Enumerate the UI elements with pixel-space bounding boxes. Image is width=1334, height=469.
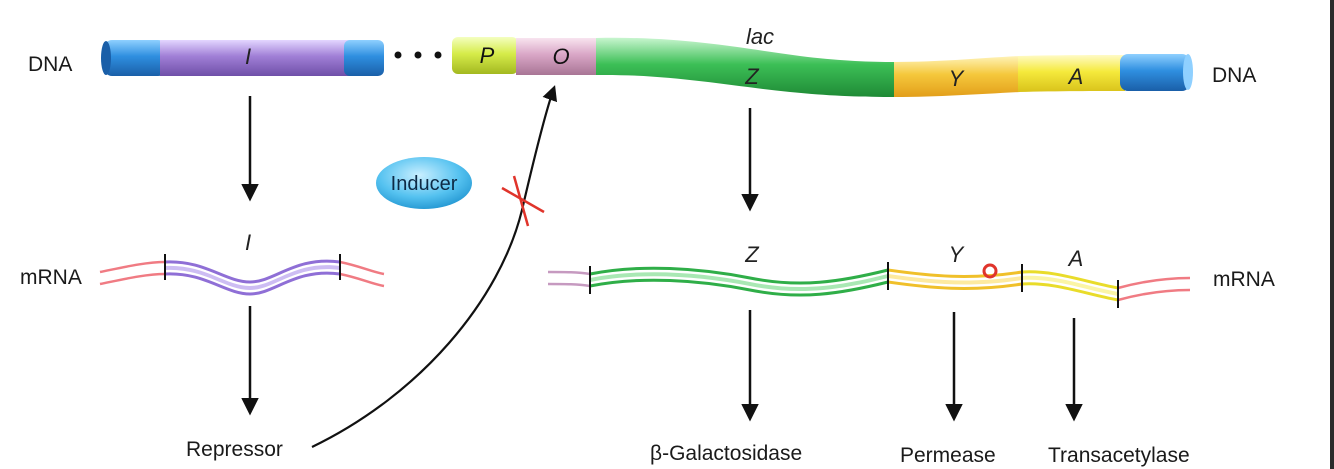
product-beta-galactosidase: β-Galactosidase xyxy=(650,442,802,465)
product-transacetylase: Transacetylase xyxy=(1048,444,1190,467)
svg-text:mRNA: mRNA xyxy=(1213,268,1275,291)
mrna-repressor: I xyxy=(99,230,385,296)
mrna-lac: Z Y A xyxy=(547,242,1191,308)
mrna-y-label: Y xyxy=(949,242,965,267)
blocked-x-mark xyxy=(501,175,545,227)
mrna-i-label: I xyxy=(245,230,251,255)
dna-operator-label: O xyxy=(552,44,569,69)
lac-operon-label: lac xyxy=(746,24,774,49)
dna-gene-z-segment xyxy=(596,37,896,97)
mrna-right-label: mRNA xyxy=(1213,268,1275,291)
dna-promoter-label: P xyxy=(480,43,495,68)
inducer-label: Inducer xyxy=(391,173,458,195)
svg-text:mRNA: mRNA xyxy=(20,266,82,289)
dna-right-label: DNA xyxy=(1212,64,1256,87)
svg-text:DNA: DNA xyxy=(1212,64,1256,87)
dna-right-end-segment xyxy=(1120,54,1190,91)
dna-left-end-segment xyxy=(104,40,166,76)
dna-repressor-gene-segment xyxy=(160,40,350,76)
dna-gene-a-label: A xyxy=(1067,64,1084,89)
dna-operator-segment xyxy=(516,38,598,75)
mrna-a-label: A xyxy=(1067,246,1084,271)
mrna-z-label: Z xyxy=(744,242,760,267)
repressor-binding-arrow xyxy=(311,85,558,448)
dna-gene-y-segment xyxy=(894,56,1020,97)
dna-lac-operon: P O Z lac Y A xyxy=(452,24,1193,97)
window-edge xyxy=(1330,0,1334,469)
dna-repressor-region: I xyxy=(101,40,384,76)
inducer-molecule: Inducer xyxy=(376,157,472,209)
dna-gene-a-segment xyxy=(1018,55,1125,92)
dna-gene-i-label: I xyxy=(245,44,251,69)
dna-promoter-segment xyxy=(452,37,518,74)
product-permease: Permease xyxy=(900,444,996,467)
dna-left-label: DNA xyxy=(28,53,72,76)
dna-gene-z-label: Z xyxy=(744,64,760,89)
cursor-marker xyxy=(982,263,998,279)
svg-text:DNA: DNA xyxy=(28,53,72,76)
dna-gene-y-label: Y xyxy=(949,66,965,91)
dna-gap-dots xyxy=(394,51,442,59)
mrna-left-label: mRNA xyxy=(20,266,82,289)
product-repressor: Repressor xyxy=(186,438,283,461)
dna-repressor-right-end xyxy=(344,40,384,76)
